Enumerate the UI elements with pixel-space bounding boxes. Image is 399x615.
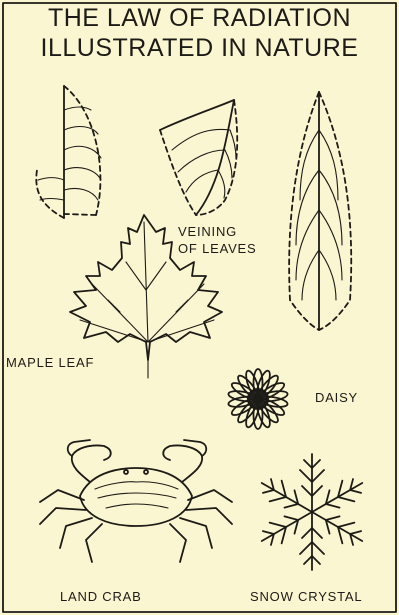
maple-leaf-label: MAPLE LEAF	[6, 356, 94, 369]
daisy-illustration	[228, 369, 289, 429]
veining-of-leaves-label: VEINING OF LEAVES	[178, 223, 256, 257]
snow-crystal-label: SNOW CRYSTAL	[250, 590, 362, 603]
snow-crystal-arm	[300, 512, 324, 570]
veining-label-line-2: OF LEAVES	[178, 240, 256, 257]
leaf-1-illustration	[36, 86, 101, 218]
title-line-2: ILLUSTRATED IN NATURE	[0, 36, 399, 61]
leaf-3-illustration	[289, 92, 351, 330]
plate-border	[3, 3, 396, 612]
veining-label-line-1: VEINING	[178, 223, 256, 240]
land-crab-label: LAND CRAB	[60, 590, 142, 603]
daisy-label: DAISY	[315, 391, 358, 404]
snow-crystal-illustration	[256, 454, 368, 570]
snow-crystal-arm	[300, 454, 324, 512]
land-crab-illustration	[40, 440, 232, 562]
title-line-1: THE LAW OF RADIATION	[0, 6, 399, 31]
leaf-2-illustration	[160, 100, 237, 215]
